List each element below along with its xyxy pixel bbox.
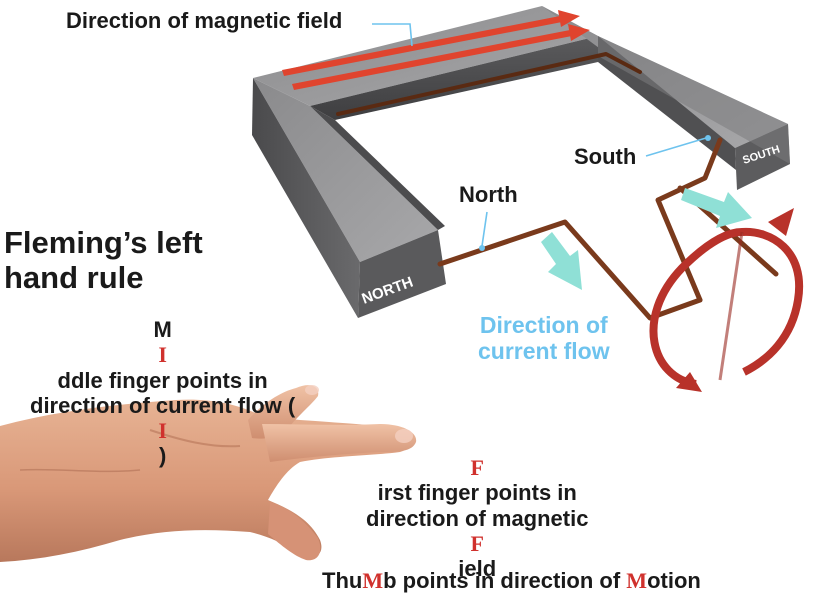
caption-text: irst finger points in <box>377 480 577 506</box>
caption-text: Thu <box>322 568 363 593</box>
caption-text: direction of magnetic <box>366 505 589 531</box>
thumb-caption: ThuMb points in direction of Motion <box>322 568 701 593</box>
middle-finger-caption-line: direction of current flow (I) <box>30 393 295 469</box>
caption-text: ield <box>458 556 497 582</box>
caption-text: ddle finger points in <box>57 367 268 393</box>
rule-title-line: Fleming’s left <box>4 225 203 260</box>
current-flow-label-line: Direction of <box>479 312 608 338</box>
caption-highlight-letter: F <box>470 455 484 480</box>
motion-rotation-arrows <box>649 208 804 392</box>
current-flow-label-line: current flow <box>478 338 610 365</box>
caption-text: otion <box>647 568 701 593</box>
u-magnet: NORTH SOUTH <box>252 6 790 318</box>
caption-text: b points in direction of <box>383 568 627 593</box>
caption-highlight-letter: M <box>362 568 384 593</box>
caption-highlight-letter: I <box>158 418 167 444</box>
south-leader-line <box>645 137 707 157</box>
north-leader-line <box>481 211 488 247</box>
caption-highlight-letter: I <box>158 342 167 368</box>
caption-text: direction of current flow ( <box>30 392 296 418</box>
caption-text: ) <box>158 443 167 469</box>
caption-highlight-letter: F <box>470 530 484 556</box>
south-label: South <box>574 144 637 169</box>
field-leader-line <box>372 23 413 47</box>
left-hand <box>0 385 417 562</box>
current-flow-direction-label: Direction of current flow <box>478 312 610 365</box>
caption-text: M <box>153 317 172 342</box>
magnetic-field-arrows <box>282 10 590 90</box>
rule-title-line: hand rule <box>4 259 144 295</box>
rule-title: Fleming’s left hand rule <box>4 225 203 295</box>
magnetic-field-direction-label: Direction of magnetic field <box>66 8 343 33</box>
caption-highlight-letter: M <box>626 568 648 593</box>
north-label: North <box>459 182 518 207</box>
current-flow-arrows <box>541 188 752 290</box>
